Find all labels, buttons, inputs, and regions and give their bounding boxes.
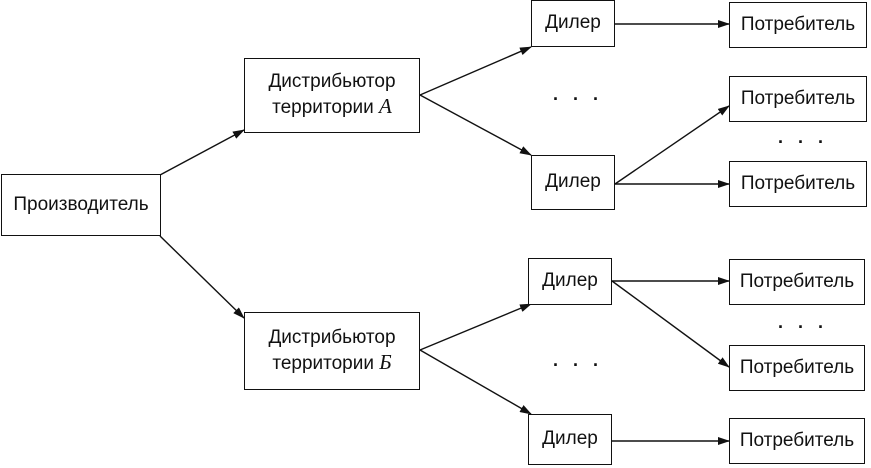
consumer-box-3: Потребитель: [729, 161, 867, 207]
arrow-producer-to-distributor-b: [159, 235, 245, 319]
producer-label: Производитель: [13, 193, 149, 215]
ellipsis-dealers-a: . . .: [553, 84, 604, 104]
ellipsis-consumers-lower: . . .: [778, 312, 829, 332]
consumer-label: Потребитель: [739, 429, 855, 451]
dealer-box-1: Дилер: [531, 0, 615, 47]
consumer-box-5: Потребитель: [729, 345, 865, 391]
distributor-a-letter: А: [379, 94, 392, 118]
consumer-label: Потребитель: [740, 172, 856, 194]
producer-box: Производитель: [1, 174, 161, 236]
arrow-dealer-3-to-consumer-5: [611, 280, 730, 368]
dealer-box-2: Дилер: [531, 155, 615, 210]
distributor-b-title: Дистрибьютор: [268, 326, 396, 348]
ellipsis-consumers-upper: . . .: [778, 127, 829, 147]
distributor-b-letter: Б: [379, 349, 392, 374]
distributor-b-box: Дистрибьютор территории Б: [244, 312, 420, 390]
dealer-label: Дилер: [545, 171, 601, 193]
ellipsis-dealers-b: . . .: [553, 350, 604, 370]
consumer-label: Потребитель: [740, 13, 856, 35]
dealer-label: Дилер: [545, 12, 601, 34]
arrow-dealer-2-to-consumer-2: [614, 105, 730, 185]
arrow-distributor-b-to-dealer-3: [419, 303, 532, 351]
dealer-box-3: Дилер: [528, 258, 612, 305]
consumer-box-4: Потребитель: [729, 259, 865, 305]
consumer-label: Потребитель: [739, 270, 855, 292]
dealer-label: Дилер: [542, 428, 598, 450]
arrow-distributor-a-to-dealer-1: [419, 46, 532, 96]
dealer-box-4: Дилер: [528, 414, 612, 465]
arrow-producer-to-distributor-a: [159, 129, 245, 176]
dealer-label: Дилер: [542, 270, 598, 292]
consumer-box-1: Потребитель: [729, 2, 867, 48]
distributor-b-territory: территории Б: [272, 349, 392, 374]
distributor-a-box: Дистрибьютор территории А: [244, 58, 420, 133]
distributor-a-title: Дистрибьютор: [268, 71, 396, 93]
consumer-box-2: Потребитель: [729, 76, 867, 122]
arrow-distributor-b-to-dealer-4: [419, 349, 532, 415]
arrow-distributor-a-to-dealer-2: [419, 94, 532, 156]
consumer-label: Потребитель: [739, 356, 855, 378]
consumer-box-6: Потребитель: [729, 418, 865, 464]
distributor-a-territory: территории А: [272, 94, 392, 118]
consumer-label: Потребитель: [740, 87, 856, 109]
